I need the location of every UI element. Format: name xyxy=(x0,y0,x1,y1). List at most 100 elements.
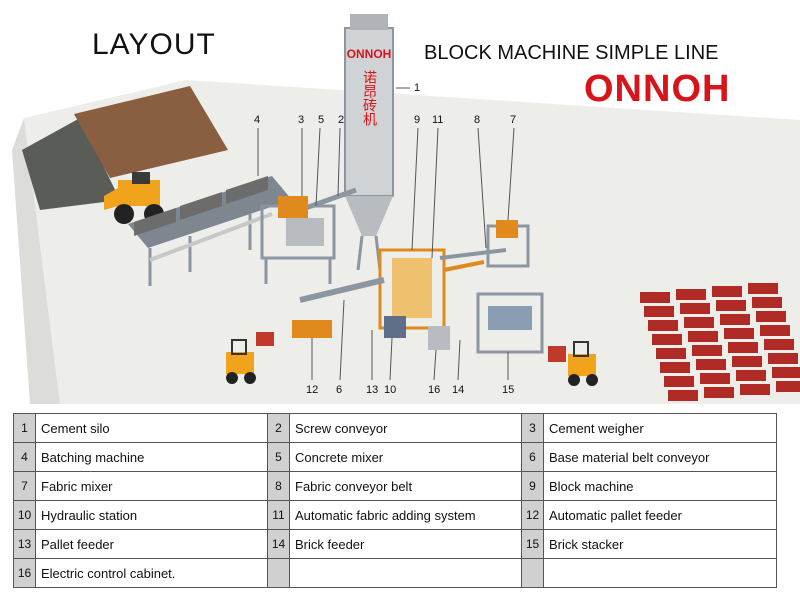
legend-number: 3 xyxy=(521,413,544,443)
fabric-mixer xyxy=(486,220,530,268)
legend-number: 1 xyxy=(13,413,36,443)
legend-number: 5 xyxy=(267,442,290,472)
brick-pallet xyxy=(700,373,730,384)
callout-number: 4 xyxy=(254,114,261,126)
brick-pallet xyxy=(684,317,714,328)
callout-number: 2 xyxy=(338,114,345,126)
callout-number: 6 xyxy=(336,384,343,396)
legend-label: Screw conveyor xyxy=(289,413,522,443)
brick-pallet xyxy=(716,300,746,311)
cement-silo: ONNOH xyxy=(344,14,394,271)
callout-number: 1 xyxy=(414,82,421,94)
base-belt-conveyor xyxy=(299,277,385,303)
legend-label: Pallet feeder xyxy=(35,529,268,559)
callout-number: 14 xyxy=(452,384,465,396)
hydraulic-station xyxy=(384,316,406,338)
legend-number: 9 xyxy=(521,471,544,501)
brick-pallet xyxy=(764,339,794,350)
callout-number: 12 xyxy=(306,384,319,396)
legend-label: Base material belt conveyor xyxy=(543,442,777,472)
batching-machine xyxy=(128,176,292,286)
callout-number: 8 xyxy=(474,114,481,126)
brick-pallet xyxy=(772,367,800,378)
brick-pallet xyxy=(776,381,800,392)
legend-label: Automatic pallet feeder xyxy=(543,500,777,530)
legend-number xyxy=(267,558,290,588)
brick-pallet xyxy=(756,311,786,322)
legend-number: 7 xyxy=(13,471,36,501)
brick-pallet xyxy=(688,331,718,342)
legend-number: 14 xyxy=(267,529,290,559)
legend-number: 2 xyxy=(267,413,290,443)
forklift-icon xyxy=(548,341,598,386)
legend-label xyxy=(289,558,522,588)
sand-pile xyxy=(74,86,228,178)
brick-yard xyxy=(640,283,800,401)
legend-label: Hydraulic station xyxy=(35,500,268,530)
legend-number xyxy=(521,558,544,588)
brick-pallet xyxy=(724,328,754,339)
callout-number: 15 xyxy=(502,384,515,396)
brick-pallet xyxy=(676,289,706,300)
legend-label: Cement silo xyxy=(35,413,268,443)
legend-label: Brick stacker xyxy=(543,529,777,559)
legend-number: 11 xyxy=(267,500,290,530)
brick-pallet xyxy=(728,342,758,353)
legend-number: 16 xyxy=(13,558,36,588)
callout-number: 3 xyxy=(298,114,305,126)
legend-label: Automatic fabric adding system xyxy=(289,500,522,530)
brick-pallet xyxy=(692,345,722,356)
legend-label: Brick feeder xyxy=(289,529,522,559)
brick-pallet xyxy=(736,370,766,381)
brick-pallet xyxy=(704,387,734,398)
brick-pallet xyxy=(640,292,670,303)
fabric-conveyor-belt xyxy=(439,248,507,260)
callout-number: 5 xyxy=(318,114,325,126)
legend-label: Block machine xyxy=(543,471,777,501)
legend-number: 4 xyxy=(13,442,36,472)
silo-lettering: 诺昂砖机 xyxy=(361,70,377,127)
gravel-pile xyxy=(22,118,120,210)
brand-logo: ONNOH xyxy=(584,68,731,110)
legend-label: Fabric conveyor belt xyxy=(289,471,522,501)
callout-lines xyxy=(257,87,515,381)
callout-number: 11 xyxy=(432,114,444,126)
layout-illustration: ONNOH 诺昂砖机 xyxy=(12,14,800,404)
forklift-icon xyxy=(226,332,274,384)
brick-pallet xyxy=(760,325,790,336)
legend-number: 12 xyxy=(521,500,544,530)
legend-number: 13 xyxy=(13,529,36,559)
brick-pallet xyxy=(648,320,678,331)
brick-pallet xyxy=(652,334,682,345)
legend-number: 6 xyxy=(521,442,544,472)
brick-pallet xyxy=(768,353,798,364)
legend-number: 15 xyxy=(521,529,544,559)
page-subtitle: BLOCK MACHINE SIMPLE LINE xyxy=(424,42,719,64)
plant-diagram: ONNOH 诺昂砖机 xyxy=(12,14,800,404)
concrete-mixer xyxy=(260,196,336,284)
electric-cabinet xyxy=(428,326,450,350)
brick-pallet xyxy=(680,303,710,314)
brick-pallet xyxy=(712,286,742,297)
callout-number: 7 xyxy=(510,114,517,126)
legend-label: Concrete mixer xyxy=(289,442,522,472)
callout-number: 16 xyxy=(428,384,441,396)
brick-pallet xyxy=(668,390,698,401)
brick-pallet xyxy=(664,376,694,387)
brick-pallet xyxy=(660,362,690,373)
brick-pallet xyxy=(656,348,686,359)
callout-number: 9 xyxy=(414,114,421,126)
legend-number: 10 xyxy=(13,500,36,530)
brick-pallet xyxy=(740,384,770,395)
legend-label xyxy=(543,558,777,588)
legend-label: Batching machine xyxy=(35,442,268,472)
legend-label: Cement weigher xyxy=(543,413,777,443)
callout-number: 13 xyxy=(366,384,379,396)
